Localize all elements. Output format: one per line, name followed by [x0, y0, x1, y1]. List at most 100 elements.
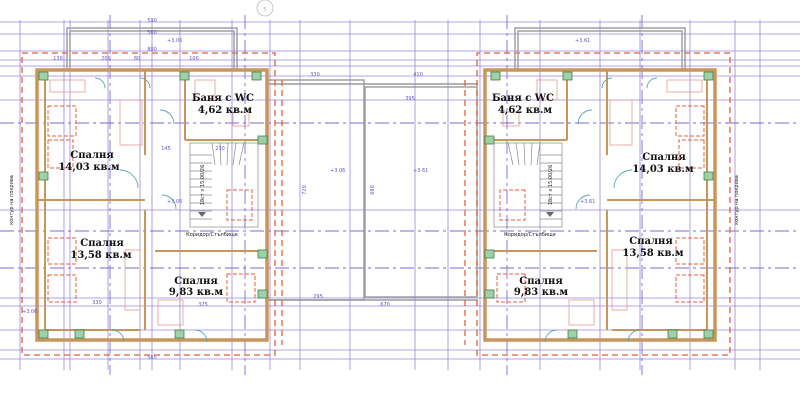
stair-step	[226, 142, 229, 166]
door-swing	[577, 109, 593, 125]
dimension-labels: 590 560 800 130 200 80 100 330 410 395 7…	[53, 18, 423, 361]
facade-note: контур на покрива	[9, 175, 15, 225]
level-balcony: +3.61	[575, 38, 590, 44]
terrace-middle	[267, 79, 478, 345]
bed	[675, 237, 705, 265]
column	[562, 71, 573, 81]
column	[484, 249, 495, 259]
column	[74, 329, 85, 339]
column	[567, 329, 578, 339]
room-name-bath: Баня с WC	[492, 93, 554, 104]
terrace-level-right: +3.61	[413, 168, 428, 174]
dim-height: 720	[302, 185, 308, 195]
column	[703, 329, 714, 339]
sink	[536, 79, 558, 101]
door-swing	[159, 109, 175, 125]
bed	[47, 274, 77, 303]
bed	[226, 273, 256, 303]
column	[38, 329, 49, 339]
room-name-bedroom-2: Спалня	[629, 236, 673, 247]
toilet	[502, 111, 520, 127]
dim-bottom: 670	[380, 302, 390, 308]
room-name-bedroom-3: Спалня	[174, 276, 218, 287]
stair-arrow	[198, 212, 206, 217]
stair-step	[536, 142, 541, 166]
dim-seg: 200	[101, 56, 111, 62]
stair-step	[219, 142, 222, 166]
stair-step	[515, 142, 520, 166]
column	[38, 171, 49, 181]
dim-top: 800	[147, 47, 157, 53]
dim-balcony-inner: 560	[147, 30, 157, 36]
level-side: +3.06	[22, 309, 37, 315]
room-area-bedroom-1: 14,03 кв.м	[632, 164, 693, 175]
stair-void	[226, 189, 253, 221]
dim-bottom: 295	[313, 294, 323, 300]
desk	[568, 299, 595, 326]
room-name-bedroom-3: Спалня	[519, 276, 563, 287]
level-floor: +3.06	[167, 199, 182, 205]
level-floor: +3.61	[580, 199, 595, 205]
desk	[49, 79, 86, 93]
level-balcony: +3.06	[167, 38, 182, 44]
door-swing	[94, 77, 106, 89]
room-name-bedroom-1: Спалня	[642, 152, 686, 163]
bed	[675, 105, 705, 137]
bed	[47, 105, 77, 137]
column	[257, 289, 268, 299]
room-name-bath: Баня с WC	[192, 93, 254, 104]
toilet	[232, 111, 250, 127]
room-area-bedroom-1: 14,03 кв.м	[58, 162, 119, 173]
bed	[496, 273, 526, 303]
bed	[675, 274, 705, 303]
stair-arrow	[546, 212, 554, 217]
terrace-level-left: +3.06	[330, 168, 345, 174]
dim-balcony-outer: 590	[147, 18, 157, 24]
stair-step	[211, 142, 216, 166]
desk	[666, 79, 703, 93]
column	[174, 329, 185, 339]
staircase	[189, 142, 259, 228]
stair-step	[530, 142, 533, 166]
column	[667, 329, 678, 339]
axis-label: 5	[263, 7, 266, 13]
bed	[47, 139, 74, 169]
room-area-bedroom-3: 9,83 кв.м	[514, 287, 568, 298]
column	[257, 135, 268, 145]
facade-note: контур на покрива	[734, 175, 740, 225]
door-swing	[646, 77, 658, 89]
column	[38, 71, 49, 81]
door-swing	[613, 169, 633, 189]
door-swing	[119, 169, 139, 189]
room-area-bath: 4,62 кв.м	[498, 105, 552, 116]
door-swing	[139, 77, 151, 89]
unit-right-labels: Баня с WC 4,62 кв.м Спалня 14,03 кв.м Сп…	[492, 38, 740, 298]
stair-step	[523, 142, 526, 166]
room-area-bedroom-3: 9,83 кв.м	[169, 287, 223, 298]
staircase	[493, 142, 563, 228]
sink	[194, 79, 216, 101]
corridor-label: Коридор/Стълбище	[186, 232, 238, 238]
stair-step	[232, 142, 237, 166]
room-area-bedroom-2: 13,58 кв.м	[70, 250, 131, 261]
dim-bottom: 330	[92, 300, 102, 306]
apartment-unit-left	[21, 27, 276, 356]
column	[703, 71, 714, 81]
desk	[157, 299, 184, 326]
wardrobe	[119, 99, 143, 146]
door-swing	[194, 329, 208, 343]
dim-mid: 410	[413, 72, 423, 78]
axis-marker	[256, 0, 274, 17]
door-swing	[161, 194, 177, 210]
dim-stair: 230	[215, 146, 225, 152]
dim-height: 680	[370, 185, 376, 195]
door-swing	[111, 329, 125, 343]
dim-bottom: 375	[198, 302, 208, 308]
wardrobe	[611, 249, 628, 311]
stair-note: 18ст x 15.00/26	[548, 165, 554, 206]
roof-outline	[21, 52, 276, 356]
dim-door: 145	[161, 146, 171, 152]
door-swing	[544, 329, 558, 343]
column	[484, 289, 495, 299]
wardrobe	[609, 99, 633, 146]
